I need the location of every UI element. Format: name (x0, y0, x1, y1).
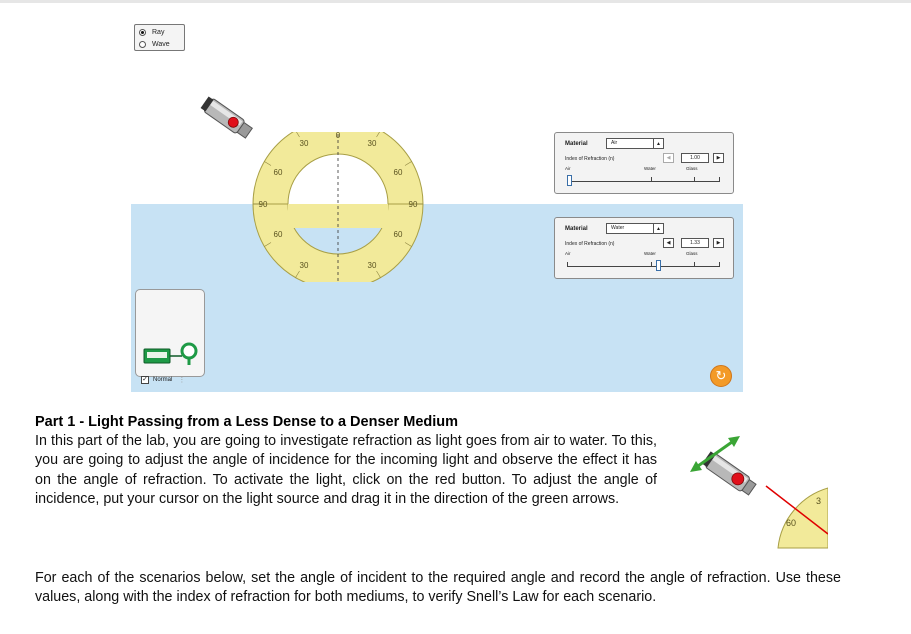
slider-tick-mark (719, 262, 720, 267)
protractor-label-lower-60-right: 60 (394, 230, 403, 239)
protractor-label-90-left: 90 (259, 200, 268, 209)
material-value: Air (611, 140, 618, 146)
laser-on-button[interactable] (226, 115, 240, 129)
material-label: Material (565, 226, 588, 232)
ior-label: Index of Refraction (n) (565, 156, 615, 162)
ior-decrease-button[interactable]: ◀ (663, 153, 674, 163)
ior-label: Index of Refraction (n) (565, 241, 615, 247)
more-dots-icon: ⋮ (178, 377, 185, 384)
material-dropdown[interactable]: Air ▲ (606, 138, 664, 149)
protractor-label-60-left: 60 (274, 168, 283, 177)
normal-label: Normal (153, 377, 173, 383)
protractor-label-30-left: 30 (300, 139, 309, 148)
laser-pointer[interactable] (199, 94, 261, 146)
material-label: Material (565, 141, 588, 147)
light-beam (765, 485, 828, 535)
view-mode-selector: Ray Wave (134, 24, 185, 51)
drag-arrows-icon (690, 436, 740, 472)
protractor-label-90-right: 90 (409, 200, 418, 209)
slider-tick-mark (567, 262, 568, 267)
slider-tick-air: Air (565, 166, 571, 171)
mode-option-wave[interactable]: Wave (135, 38, 184, 50)
intensity-meter-icon[interactable] (142, 341, 200, 367)
protractor-label-lower-30-right: 30 (368, 261, 377, 270)
instruction-paragraph: In this part of the lab, you are going t… (35, 433, 657, 508)
slider-tick-mark (719, 177, 720, 182)
inset-label-3: 3 (816, 496, 821, 506)
simulation-stage: 0 30 30 60 60 90 90 60 60 30 30 Material… (131, 60, 743, 392)
reset-button[interactable]: ↻ (710, 365, 732, 387)
protractor-label-lower-60-left: 60 (274, 230, 283, 239)
protractor-lower-ring (252, 203, 424, 282)
material-value: Water (611, 225, 625, 231)
protractor-label-60-right: 60 (394, 168, 403, 177)
ray-radio[interactable] (139, 28, 146, 36)
ior-decrease-button[interactable]: ◀ (663, 238, 674, 248)
slider-tick-air: Air (565, 251, 571, 256)
ior-slider-track[interactable] (567, 181, 719, 182)
upper-medium-panel: Material Air ▲ Index of Refraction (n) ◀… (554, 132, 734, 194)
slider-tick-mark (694, 177, 695, 182)
slider-tick-mark (694, 262, 695, 267)
ior-value-field[interactable]: 1.00 (681, 153, 709, 163)
normal-checkbox[interactable]: ✓ (141, 376, 149, 384)
scenario-paragraph: For each of the scenarios below, set the… (35, 570, 841, 606)
lower-medium-panel: Material Water ▲ Index of Refraction (n)… (554, 217, 734, 279)
ior-value-field[interactable]: 1.33 (681, 238, 709, 248)
refresh-icon: ↻ (715, 368, 727, 383)
chevron-up-icon: ▲ (653, 139, 663, 148)
ior-increase-button[interactable]: ▶ (713, 238, 724, 248)
protractor-label-lower-30-left: 30 (300, 261, 309, 270)
page-top-border (0, 0, 911, 3)
material-dropdown[interactable]: Water ▲ (606, 223, 664, 234)
ior-slider-thumb[interactable] (566, 175, 572, 186)
laser-drag-illustration: 60 3 (690, 436, 828, 549)
inset-label-60: 60 (786, 518, 796, 528)
protractor-upper-ring (252, 132, 424, 205)
wave-radio[interactable] (139, 40, 146, 48)
wave-label: Wave (152, 40, 170, 48)
normal-toggle[interactable]: ✓ Normal ⋮ (141, 376, 185, 384)
protractor-label-30-right: 30 (368, 139, 377, 148)
protractor[interactable]: 0 30 30 60 60 90 90 60 60 30 30 (248, 132, 428, 282)
mode-option-ray[interactable]: Ray (135, 26, 184, 38)
ior-increase-button[interactable]: ▶ (713, 153, 724, 163)
inset-protractor (777, 487, 828, 549)
chevron-up-icon: ▲ (653, 224, 663, 233)
slider-tick-glass: Glass (686, 251, 698, 256)
slider-tick-mark (651, 262, 652, 267)
ior-slider-thumb[interactable] (655, 260, 661, 271)
ray-label: Ray (152, 28, 165, 36)
slider-tick-glass: Glass (686, 166, 698, 171)
ior-slider-track[interactable] (567, 266, 719, 267)
slider-tick-water: Water (644, 251, 656, 256)
tools-toolbox (135, 289, 205, 377)
part-title: Part 1 - Light Passing from a Less Dense… (35, 414, 459, 430)
slider-tick-mark (651, 177, 652, 182)
slider-tick-water: Water (644, 166, 656, 171)
